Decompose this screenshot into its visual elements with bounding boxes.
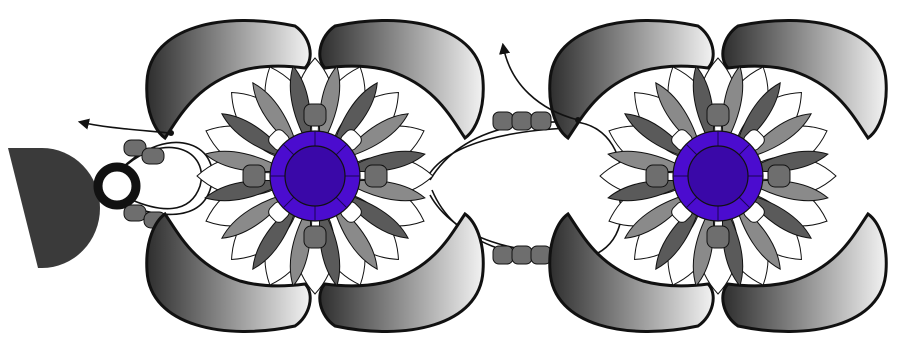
bead-cardinal xyxy=(304,226,326,248)
rivoli-inner xyxy=(688,146,748,206)
bead-cardinal xyxy=(768,165,790,187)
bead-cardinal xyxy=(365,165,387,187)
connector-beads-bottom xyxy=(493,246,551,264)
ornament-unit-2 xyxy=(550,21,887,332)
rivoli-inner xyxy=(285,146,345,206)
connector-beads-top xyxy=(493,112,551,130)
bead-cardinal xyxy=(304,104,326,126)
ornament-unit-1 xyxy=(147,21,484,332)
bead-cardinal xyxy=(707,226,729,248)
bead-cardinal xyxy=(646,165,668,187)
bead-cardinal xyxy=(707,104,729,126)
bead-cardinal xyxy=(243,165,265,187)
center-rivoli xyxy=(673,131,763,221)
clasp-icon xyxy=(8,148,100,268)
clasp-connector-beads xyxy=(124,140,166,228)
center-rivoli xyxy=(270,131,360,221)
jump-ring-icon xyxy=(98,167,136,205)
